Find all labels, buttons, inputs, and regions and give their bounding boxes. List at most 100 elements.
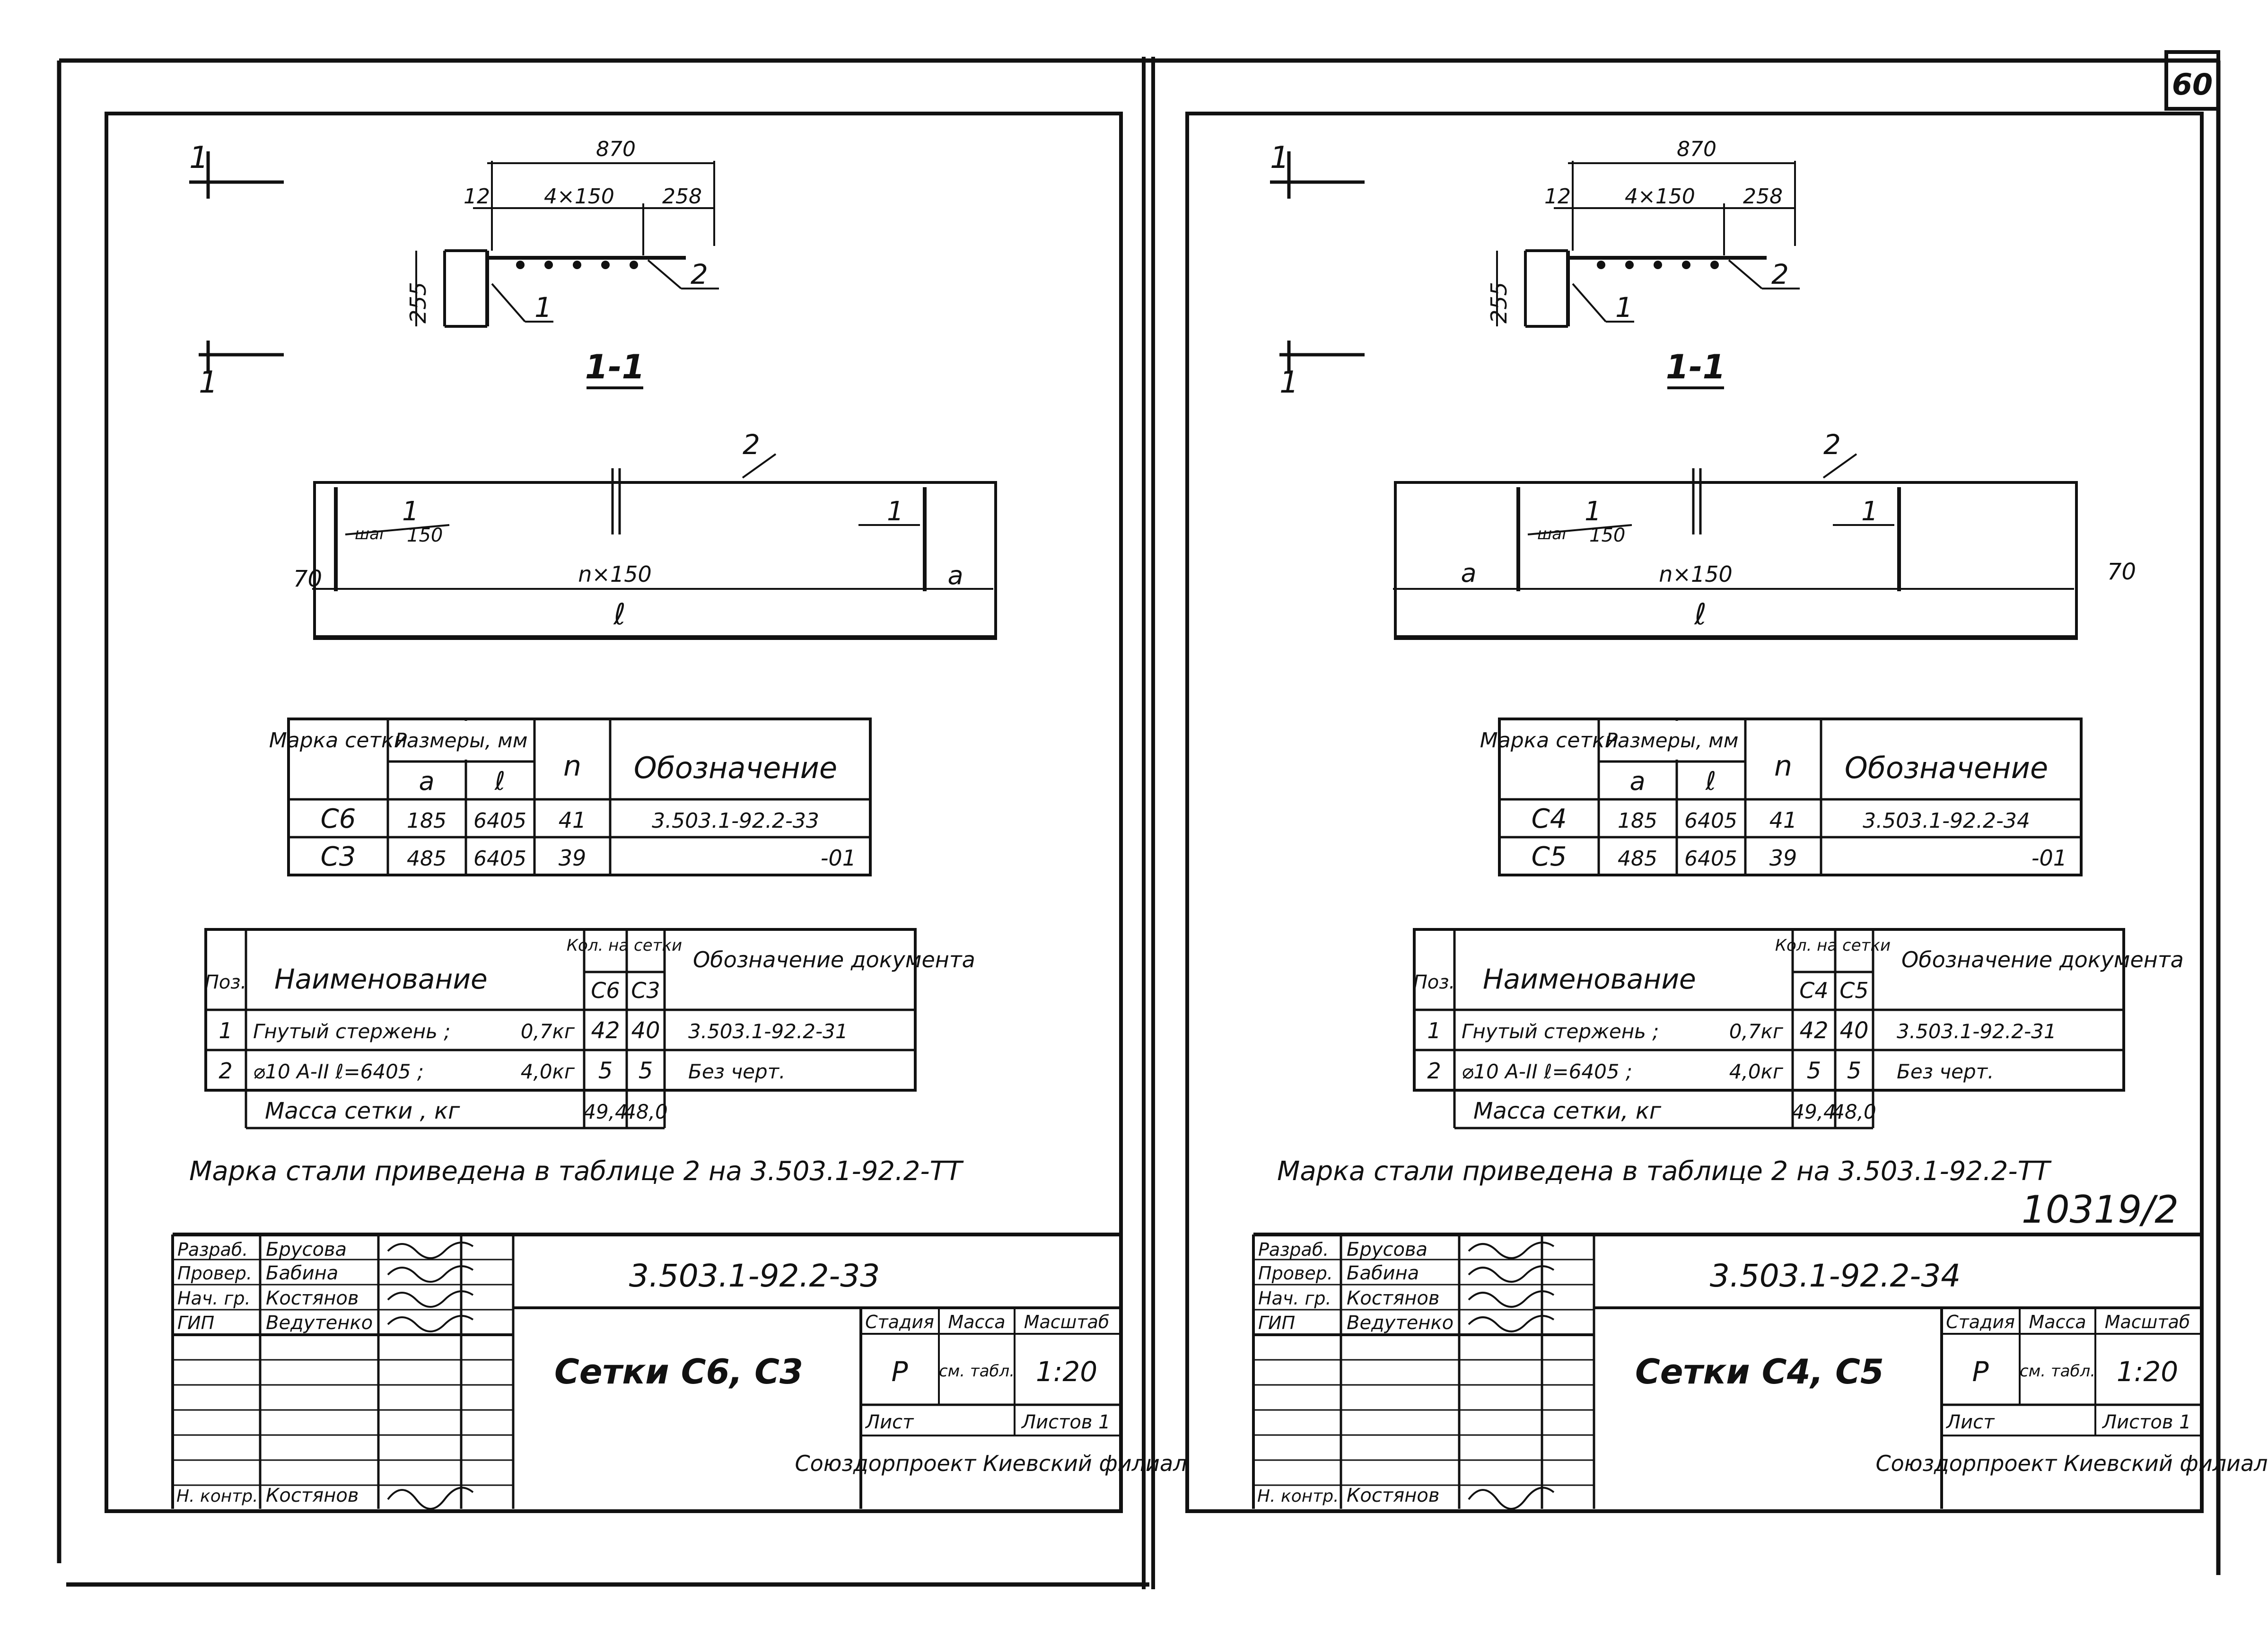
spec-cell-doc: 3.503.1-92.2-31 [688,1020,848,1043]
leader-1 [491,283,526,323]
tb-role: ГИП [177,1313,214,1333]
spec-h-pos: Поз. [1413,972,1455,993]
rebar-dot [516,261,525,269]
spec-cell-name: ⌀10 A-II ℓ=6405 ; [1462,1060,1632,1083]
spec-cell-pos: 2 [219,1058,232,1084]
sizes-h-l: ℓ [1705,766,1716,796]
cut-marker-bottom-label: 1 [199,365,218,400]
spec-h-col1: С6 [591,978,620,1003]
rebar-dot [601,261,610,269]
dim-height: 255 [1486,282,1512,324]
spec-h-doc: Обозначение документа [1901,947,2184,972]
plan-dim-a: a [1461,558,1476,588]
rebar-dot [630,261,638,269]
plan-dim-70: 70 [2107,559,2136,585]
step-text: шаг [1537,525,1571,543]
step-value: 150 [407,525,443,546]
sizes-cell-a: 185 [1618,809,1657,833]
page-number-box: 60 [2164,50,2220,111]
spec-h-col2: С3 [631,978,660,1003]
sizes-cell-n: 39 [1769,845,1797,871]
sizes-cell-n: 39 [559,845,587,871]
spec-cell-name: Гнутый стержень ; [253,1020,450,1043]
sizes-h-l: ℓ [494,766,505,796]
rebar-dot [1654,261,1662,269]
section-title: 1-1 [1666,348,1725,386]
tb-sheet: Лист [865,1411,914,1433]
tb-role: Нач. гр. [1258,1288,1331,1309]
spec-cell-q2: 40 [631,1017,660,1044]
plan-outline [313,481,997,640]
signature-mark [387,1487,474,1510]
tb-name: Брусова [1347,1239,1427,1261]
spec-h-doc: Обозначение документа [693,947,975,972]
tb-mass: см. табл. [939,1362,1015,1381]
sizes-header-merge [464,721,468,760]
tb-sheet: Лист [1945,1411,1995,1433]
sizes-cell-a: 185 [407,809,447,833]
tb-name: Костянов [1347,1287,1439,1309]
sizes-cell-l: 6405 [1684,847,1737,871]
archive-number: 10319/2 [2022,1188,2179,1232]
rebar-dot [1710,261,1719,269]
leader-2 [1728,259,1763,289]
plan-outline [1394,481,2078,640]
sizes-h-designation: Обозначение [634,751,837,785]
spec-cell-mass: 4,0кг [521,1060,575,1083]
spec-cell-mass: 0,7кг [521,1020,575,1043]
spec-cell-q2: 40 [1839,1017,1868,1044]
spec-cell-q1: 5 [1807,1058,1821,1084]
spec-h-name: Наименование [1483,963,1696,995]
sizes-h-n: n [1774,750,1792,783]
leader-plan-2 [1822,453,1857,479]
tb-role: Разраб. [177,1239,248,1260]
section-label-1: 1 [534,291,552,324]
spec-cell-pos: 2 [1427,1058,1441,1084]
spec-total-label: Масса сетки, кг [1473,1098,1662,1124]
signature-mark [387,1290,474,1308]
plan-label-2: 2 [743,429,760,461]
steel-grade-note: Марка стали приведена в таблице 2 на 3.5… [1277,1156,2052,1187]
rebar-dot [573,261,581,269]
dim-left-offset: 12 [464,184,490,209]
step-text: шаг [355,525,388,543]
sizes-h-sizes: Размеры, мм [1606,729,1739,752]
tb-role: Нач. гр. [177,1288,251,1309]
spec-cell-doc: 3.503.1-92.2-31 [1897,1020,2057,1043]
spec-h-qty: Кол. на сетки [1775,936,1891,955]
signature-mark [387,1265,474,1283]
tb-h-mass: Масса [948,1312,1005,1332]
tb-h-scale: Масштаб [2105,1312,2190,1332]
plan-label-1-right: 1 [887,496,904,527]
sizes-cell-mark: С5 [1532,841,1567,872]
plan-dim-a: a [947,560,963,590]
sizes-cell-designation: -01 [821,845,856,871]
signature-mark [387,1315,474,1332]
spec-cell-name: Гнутый стержень ; [1462,1020,1659,1043]
sizes-h-n: n [563,750,581,783]
tb-h-scale: Масштаб [1024,1312,1110,1332]
tb-control-role: Н. контр. [176,1487,258,1506]
signature-mark [1468,1290,1555,1308]
tb-control-role: Н. контр. [1257,1487,1339,1506]
section-label-1: 1 [1615,291,1633,324]
tb-sheets: Листов 1 [1021,1411,1111,1433]
sizes-cell-n: 41 [559,807,587,833]
tb-scale: 1:20 [2117,1356,2178,1388]
spec-h-col2: С5 [1839,978,1868,1003]
spec-cell-q2: 5 [639,1058,653,1084]
leader-plan-1 [345,524,450,535]
plan-label-1-left: 1 [402,496,419,527]
sizes-cell-l: 6405 [473,847,526,871]
plan-label-1-right: 1 [1861,496,1878,527]
cut-marker-bottom-label: 1 [1279,365,1299,400]
sizes-h-a: a [419,766,434,796]
sizes-h-mark: Марка сетки [1480,728,1618,753]
section-label-2: 2 [691,258,708,290]
dim-overall: 870 [596,137,636,161]
dim-spacing: 4×150 [544,184,614,209]
sizes-h-sizes: Размеры, мм [395,729,528,752]
section-label-2: 2 [1771,258,1789,290]
tb-name: Бабина [266,1262,338,1284]
page-number: 60 [2172,67,2213,102]
